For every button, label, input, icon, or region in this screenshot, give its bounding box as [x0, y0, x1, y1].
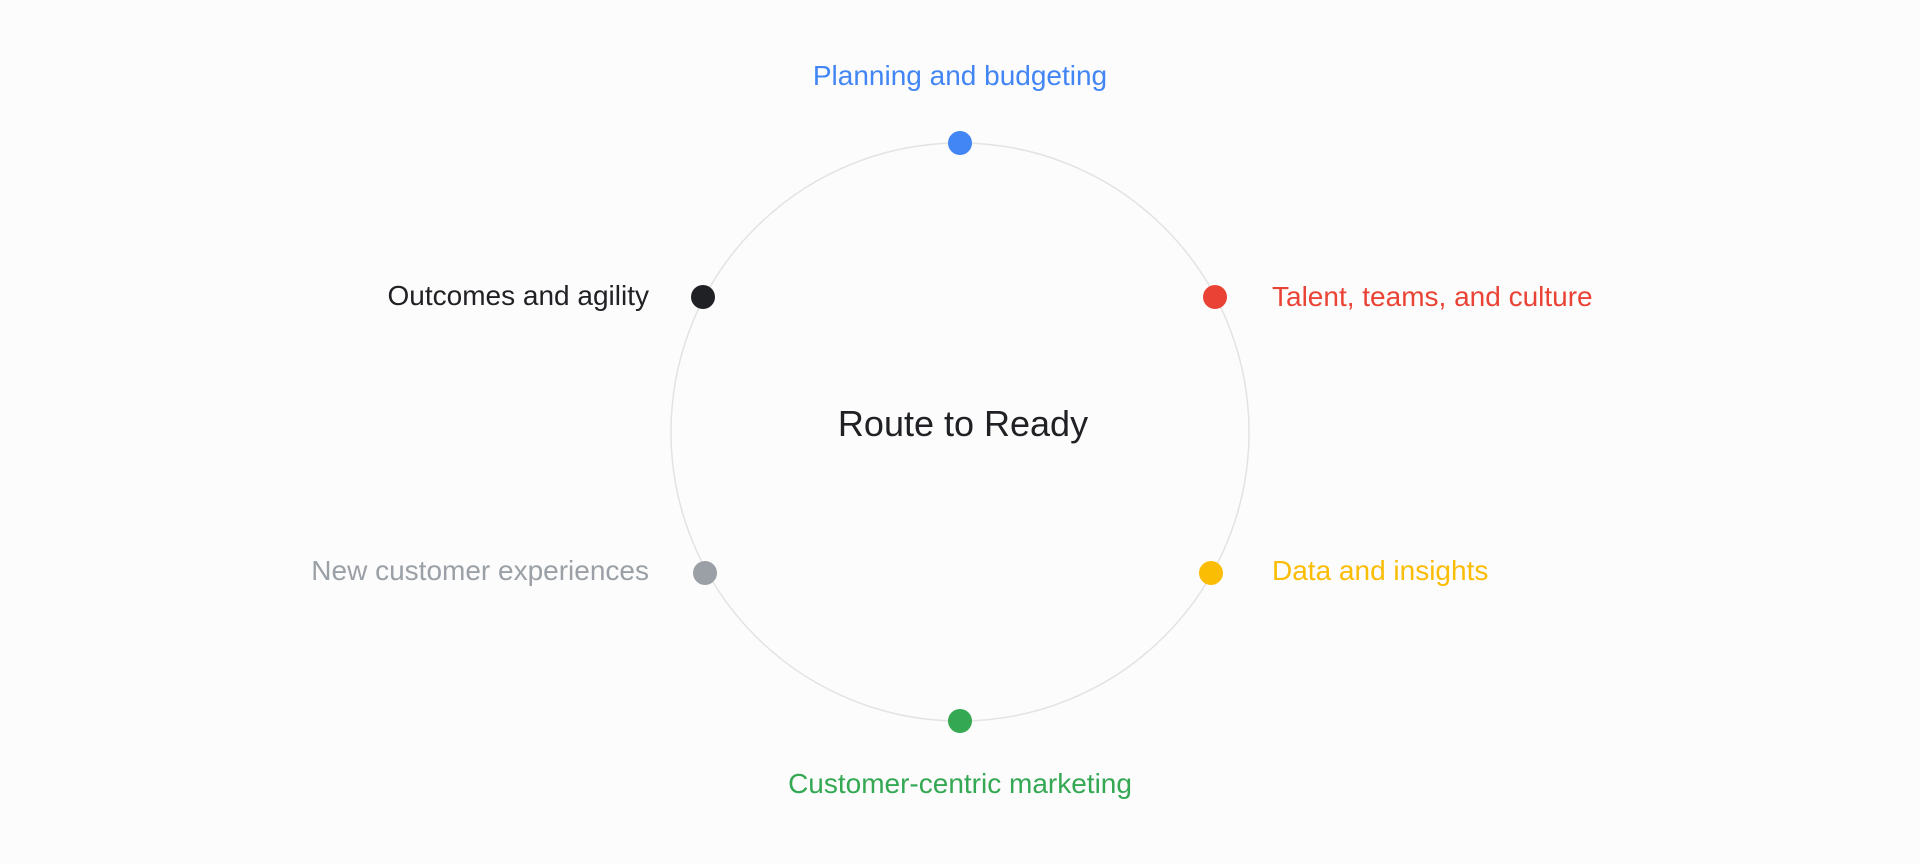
node-label-experiences: New customer experiences [311, 555, 649, 586]
node-dot-planning [948, 131, 972, 155]
node-dot-experiences [693, 561, 717, 585]
node-label-data: Data and insights [1272, 555, 1489, 586]
node-label-marketing: Customer-centric marketing [788, 768, 1132, 799]
node-label-planning: Planning and budgeting [812, 60, 1108, 91]
node-dot-marketing [948, 709, 972, 733]
center-title: Route to Ready [837, 403, 1089, 444]
node-label-outcomes: Outcomes and agility [387, 280, 649, 311]
node-label-talent: Talent, teams, and culture [1272, 281, 1593, 312]
node-dot-data [1199, 561, 1223, 585]
node-dot-talent [1203, 285, 1227, 309]
node-dot-outcomes [691, 285, 715, 309]
